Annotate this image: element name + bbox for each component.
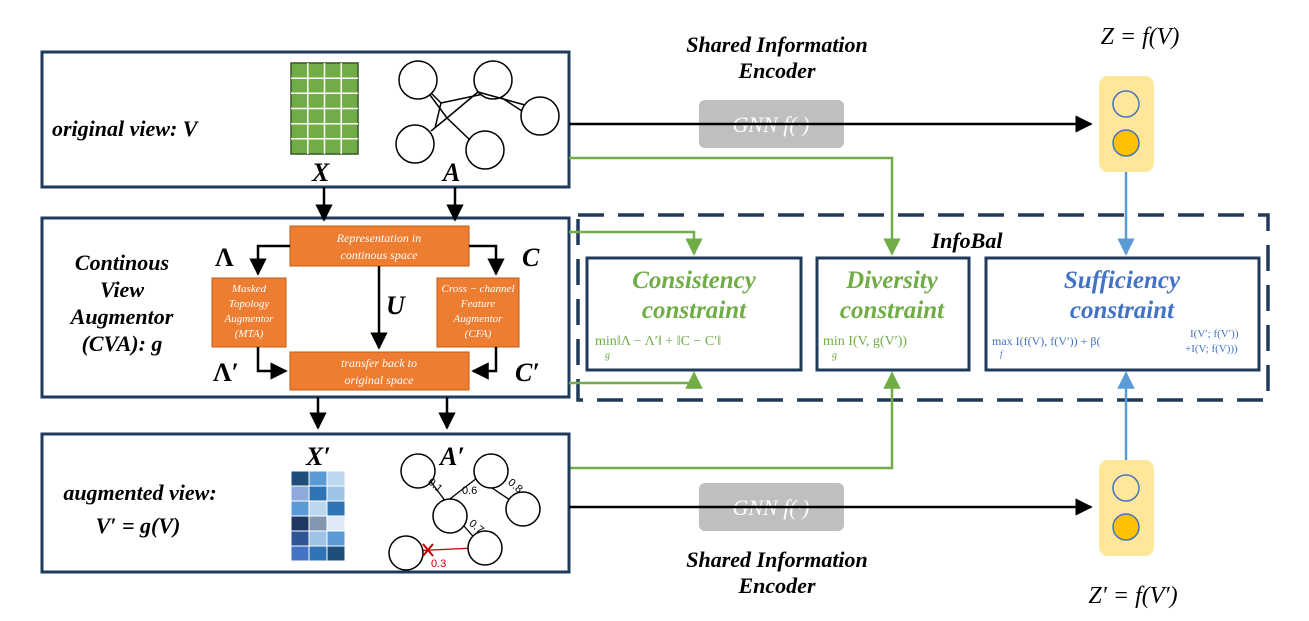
diversity-title-1: Diversity (845, 267, 939, 294)
mta-text-3: Augmentor (224, 313, 275, 325)
representation-text-1: Representation in (336, 231, 422, 245)
z-bottom-label: Z′ = f(V′) (1088, 583, 1177, 609)
cva-title-4: (CVA): g (82, 331, 163, 356)
cva-title-1: Continous (75, 250, 169, 275)
consistency-formula: min‖Λ − Λ′‖ + ‖C − C′‖ (595, 334, 721, 349)
sufficiency-top: I(V′; f(V′)) (1190, 328, 1239, 340)
encoder-top-title-2: Encoder (738, 58, 816, 83)
z-top-panel (1099, 76, 1154, 172)
sufficiency-title-2: constraint (1070, 297, 1175, 324)
cfa-text-4: (CFA) (465, 328, 492, 340)
cfa-text-3: Augmentor (453, 313, 504, 325)
original-view-label: original view: V (52, 116, 200, 141)
mta-text-2: Topology (229, 298, 270, 310)
arrow-mta-to-transfer (256, 347, 288, 380)
graph-a-prime: 0.1 0.6 0.8 0.7 0.3 (388, 453, 541, 571)
z-top-label: Z = f(V) (1101, 24, 1180, 50)
feature-matrix-x-prime (290, 470, 346, 562)
green-arrow-bottom-to-diversity (569, 371, 901, 470)
arrow-repr-to-cfa (469, 244, 505, 276)
diversity-title-2: constraint (840, 297, 945, 324)
arrow-repr-to-mta (249, 244, 290, 276)
augmented-label-1: augmented view: (63, 480, 216, 505)
infobal-title: InfoBal (931, 228, 1004, 253)
sufficiency-title-1: Sufficiency (1064, 267, 1181, 294)
z-bottom-panel (1099, 460, 1154, 556)
feature-matrix-x (290, 62, 359, 155)
encoder-bottom-title-2: Encoder (738, 573, 816, 598)
green-arrow-top-to-diversity (569, 156, 901, 256)
z-bottom-node-2 (1112, 513, 1140, 541)
mta-text-4: (MTA) (235, 328, 264, 340)
transfer-text-1: transfer back to (341, 356, 417, 370)
encoder-bottom-title-1: Shared Information (686, 547, 868, 572)
u-label: U (386, 291, 406, 320)
consistency-title-1: Consistency (632, 267, 757, 294)
z-bottom-node-1 (1112, 474, 1140, 502)
representation-text-2: continous space (341, 248, 419, 262)
sufficiency-formula: max I(f(V), f(V′)) + β( (992, 334, 1100, 348)
consistency-title-2: constraint (642, 297, 747, 324)
cfa-text-1: Cross − channel (441, 283, 514, 295)
x-prime-label: X′ (305, 442, 331, 471)
representation-box (289, 225, 470, 267)
svg-text:0.3: 0.3 (431, 558, 446, 570)
mta-text-1: Masked (231, 283, 267, 295)
diversity-box (815, 256, 971, 372)
encoder-top-title-1: Shared Information (686, 32, 868, 57)
infobal-box (576, 213, 1270, 402)
consistency-box (585, 256, 803, 372)
lambda-label: Λ (215, 243, 234, 272)
a-label: A (441, 158, 460, 187)
cfa-text-2: Feature (460, 298, 496, 310)
cva-title-3: Augmentor (69, 304, 174, 329)
z-top-node-2 (1112, 129, 1140, 157)
sufficiency-bottom: +I(V; f(V))) (1185, 343, 1238, 355)
sufficiency-box (984, 256, 1261, 372)
green-arrow-cva-to-consistency-top (569, 230, 703, 256)
transfer-text-2: original space (345, 373, 415, 387)
lambda-prime-label: Λ′ (213, 358, 239, 387)
removed-edge-x-icon (422, 543, 434, 557)
diversity-formula: min I(V, g(V′)) (823, 334, 907, 349)
diversity-sub: g (832, 350, 837, 361)
a-prime-label: A′ (438, 442, 465, 471)
cfa-box (436, 277, 520, 348)
mta-box (211, 277, 287, 348)
augmented-label-2: V′ = g(V) (96, 513, 181, 538)
consistency-sub: g (605, 350, 610, 361)
cva-title-2: View (100, 277, 144, 302)
z-top-node-1 (1112, 90, 1140, 118)
arrow-cfa-to-transfer (471, 347, 498, 380)
x-label: X (311, 158, 330, 187)
svg-text:0.6: 0.6 (462, 485, 477, 497)
c-prime-label: C′ (515, 358, 540, 387)
sufficiency-sub: f (1000, 349, 1004, 359)
graph-a (395, 60, 560, 170)
transfer-box (289, 351, 470, 391)
c-label: C (522, 243, 540, 272)
green-arrow-cva-to-consistency-bottom (569, 371, 703, 389)
